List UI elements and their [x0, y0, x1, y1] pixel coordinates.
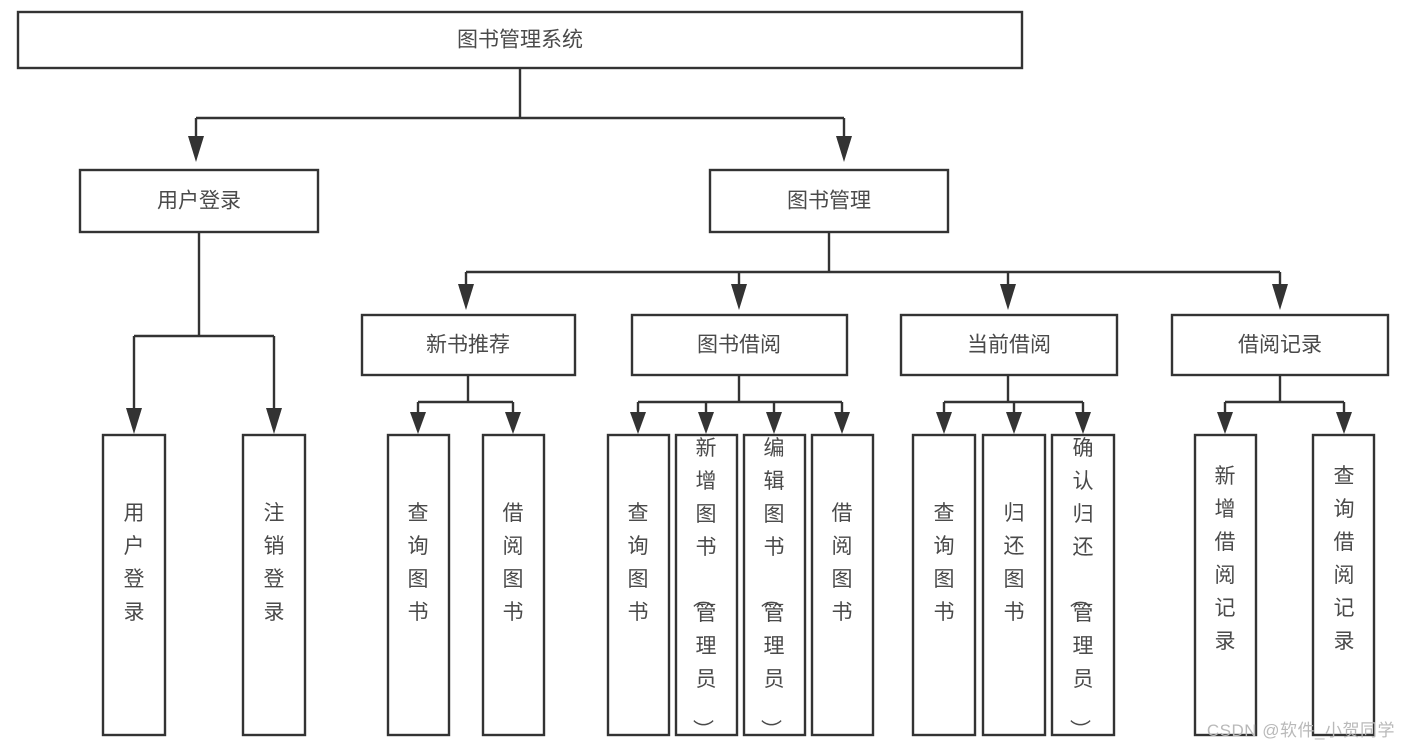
node-leaf-user-logout-label: 注销登录: [264, 502, 285, 624]
csdn-watermark: CSDN @软件_小贺同学: [1206, 721, 1395, 740]
node-borrow-record-label: 借阅记录: [1238, 334, 1322, 357]
node-book-manage[interactable]: 图书管理: [708, 168, 950, 234]
node-leaf-add-record-label: 新增借阅记录: [1215, 465, 1236, 653]
node-leaf-borrow-book-2[interactable]: 借阅图书: [810, 433, 875, 737]
arrow-head-icon: [1272, 284, 1288, 310]
arrow-head-icon: [766, 412, 782, 434]
node-leaf-query-book-1[interactable]: 查询图书: [386, 433, 451, 737]
node-book-manage-label: 图书管理: [787, 190, 871, 213]
node-leaf-borrow-book-2-label: 借阅图书: [832, 502, 853, 624]
node-leaf-borrow-book-1[interactable]: 借阅图书: [481, 433, 546, 737]
node-leaf-add-record[interactable]: 新增借阅记录: [1193, 433, 1258, 737]
node-leaf-edit-book-label: 编辑图书（管理员）: [759, 437, 785, 740]
node-leaf-user-login[interactable]: 用户登录: [101, 433, 167, 737]
arrow-head-icon: [1075, 412, 1091, 434]
node-current-borrow-label: 当前借阅: [967, 334, 1051, 357]
node-leaf-add-book-label: 新增图书（管理员）: [691, 437, 717, 740]
connector-root-to-level1: [188, 68, 852, 162]
node-leaf-query-record-label: 查询借阅记录: [1334, 465, 1355, 653]
node-book-borrow[interactable]: 图书借阅: [630, 313, 849, 377]
arrow-head-icon: [126, 408, 142, 434]
node-leaf-query-book-3[interactable]: 查询图书: [911, 433, 977, 737]
arrow-head-icon: [410, 412, 426, 434]
node-leaf-add-book[interactable]: 新增图书（管理员）: [674, 433, 739, 740]
node-new-book-recommend-label: 新书推荐: [426, 334, 510, 357]
node-new-book-recommend[interactable]: 新书推荐: [360, 313, 577, 377]
node-leaf-edit-book[interactable]: 编辑图书（管理员）: [742, 433, 807, 740]
node-leaf-query-book-2[interactable]: 查询图书: [606, 433, 671, 737]
arrow-head-icon: [266, 408, 282, 434]
arrow-head-icon: [458, 284, 474, 310]
arrow-head-icon: [505, 412, 521, 434]
node-leaf-query-record[interactable]: 查询借阅记录: [1311, 433, 1376, 737]
connector-newbook-to-leaves: [410, 375, 521, 434]
arrow-head-icon: [1000, 284, 1016, 310]
node-user-login-label: 用户登录: [157, 190, 241, 213]
node-leaf-query-book-3-label: 查询图书: [934, 502, 955, 624]
node-root[interactable]: 图书管理系统: [16, 10, 1024, 70]
connector-userlogin-to-leaves: [126, 232, 282, 434]
node-leaf-return-book[interactable]: 归还图书: [981, 433, 1047, 737]
node-leaf-query-book-2-label: 查询图书: [628, 502, 649, 624]
arrow-head-icon: [630, 412, 646, 434]
node-book-borrow-label: 图书借阅: [697, 334, 781, 357]
connector-currentborrow-to-leaves: [936, 375, 1091, 434]
node-borrow-record[interactable]: 借阅记录: [1170, 313, 1390, 377]
node-leaf-borrow-book-1-label: 借阅图书: [503, 502, 524, 624]
arrow-head-icon: [698, 412, 714, 434]
arrow-head-icon: [731, 284, 747, 310]
connector-bookmanage-to-level2: [458, 232, 1288, 310]
arrow-head-icon: [834, 412, 850, 434]
connector-borrowrecord-to-leaves: [1217, 375, 1352, 434]
connector-bookborrow-to-leaves: [630, 375, 850, 434]
node-leaf-return-book-label: 归还图书: [1004, 502, 1025, 624]
node-root-label: 图书管理系统: [457, 29, 583, 52]
arrow-head-icon: [188, 136, 204, 162]
node-leaf-user-login-label: 用户登录: [124, 502, 145, 624]
arrow-head-icon: [936, 412, 952, 434]
node-leaf-query-book-1-label: 查询图书: [408, 502, 429, 624]
arrow-head-icon: [1006, 412, 1022, 434]
node-user-login[interactable]: 用户登录: [78, 168, 320, 234]
node-leaf-confirm-return-label: 确认归还（管理员）: [1068, 437, 1094, 740]
arrow-head-icon: [836, 136, 852, 162]
node-current-borrow[interactable]: 当前借阅: [899, 313, 1119, 377]
node-leaf-confirm-return[interactable]: 确认归还（管理员）: [1050, 433, 1116, 740]
node-leaf-user-logout[interactable]: 注销登录: [241, 433, 307, 737]
arrow-head-icon: [1217, 412, 1233, 434]
arrow-head-icon: [1336, 412, 1352, 434]
